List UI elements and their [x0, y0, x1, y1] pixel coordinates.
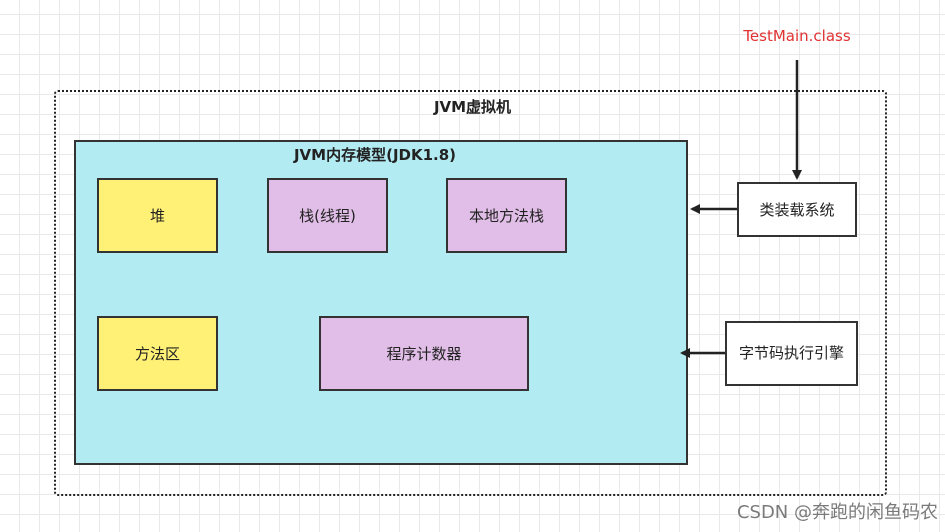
memory-model-title: JVM内存模型(JDK1.8): [293, 146, 457, 164]
native-method-stack-label: 本地方法栈: [468, 207, 544, 225]
heap-label: 堆: [149, 207, 165, 225]
jvm-title: JVM虚拟机: [433, 98, 512, 116]
method-area-box: 方法区: [97, 316, 218, 391]
program-counter-label: 程序计数器: [386, 345, 462, 363]
native-method-stack-box: 本地方法栈: [446, 178, 567, 253]
stack-label: 栈(线程): [299, 207, 356, 225]
stack-box: 栈(线程): [267, 178, 388, 253]
watermark: CSDN @奔跑的闲鱼码农: [736, 502, 938, 523]
source-class-label: TestMain.class: [743, 27, 851, 45]
jvm-container: [54, 90, 887, 496]
method-area-label: 方法区: [134, 345, 180, 363]
bytecode-engine-label: 字节码执行引擎: [738, 343, 844, 362]
class-loader-label: 类装载系统: [759, 201, 835, 219]
class-loader-box: 类装载系统: [737, 182, 857, 237]
program-counter-box: 程序计数器: [319, 316, 529, 391]
bytecode-engine-box: 字节码执行引擎: [725, 321, 858, 386]
heap-box: 堆: [97, 178, 218, 253]
